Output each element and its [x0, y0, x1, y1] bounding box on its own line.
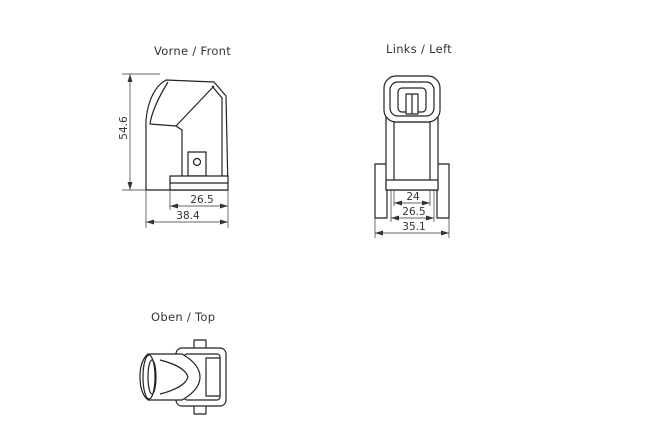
left-view-title: Links / Left [386, 42, 452, 56]
front-hood-edge [175, 85, 215, 127]
front-height-arrow-top [127, 74, 133, 82]
left-b-arrow-left [391, 215, 399, 221]
left-a-arrow-right [422, 200, 430, 206]
front-hood-face [149, 81, 183, 176]
left-c-value: 35.1 [402, 221, 425, 233]
left-a-arrow-left [394, 200, 402, 206]
top-base-plate [205, 357, 221, 397]
front-inner-value: 26.5 [190, 194, 213, 206]
top-barrel-mouth-inner [147, 359, 157, 395]
top-view: Oben / Top [139, 310, 227, 415]
front-outer-value: 38.4 [176, 210, 200, 222]
front-latch-hole [192, 157, 202, 167]
left-b-arrow-right [426, 215, 434, 221]
left-c-arrow-left [375, 230, 383, 236]
top-barrel-contour [159, 359, 189, 395]
top-view-title: Oben / Top [151, 310, 215, 324]
left-barrel-mid [389, 81, 435, 117]
left-view: Links / Left 24 26.5 [374, 42, 452, 238]
top-barrel-mouth [142, 354, 156, 400]
front-view: Vorne / Front 54.6 26.5 38.4 [118, 44, 231, 228]
left-b-value: 26.5 [402, 206, 425, 218]
front-hood-shoulder [211, 85, 223, 178]
front-height-value: 54.6 [118, 116, 130, 140]
top-barrel-outline [139, 353, 201, 401]
front-outer-arrow-left [146, 219, 154, 225]
front-inner-arrow-left [170, 203, 178, 209]
left-a-value: 24 [406, 191, 420, 203]
front-view-title: Vorne / Front [154, 44, 231, 58]
front-latch-peg [187, 151, 207, 177]
left-wing-left [374, 163, 388, 219]
front-hood-outline [145, 79, 229, 191]
left-c-arrow-right [441, 230, 449, 236]
left-wing-right [436, 163, 450, 219]
left-base [385, 179, 439, 191]
front-inner-arrow-right [220, 203, 228, 209]
front-height-arrow-bottom [127, 182, 133, 190]
front-outer-arrow-right [220, 219, 228, 225]
